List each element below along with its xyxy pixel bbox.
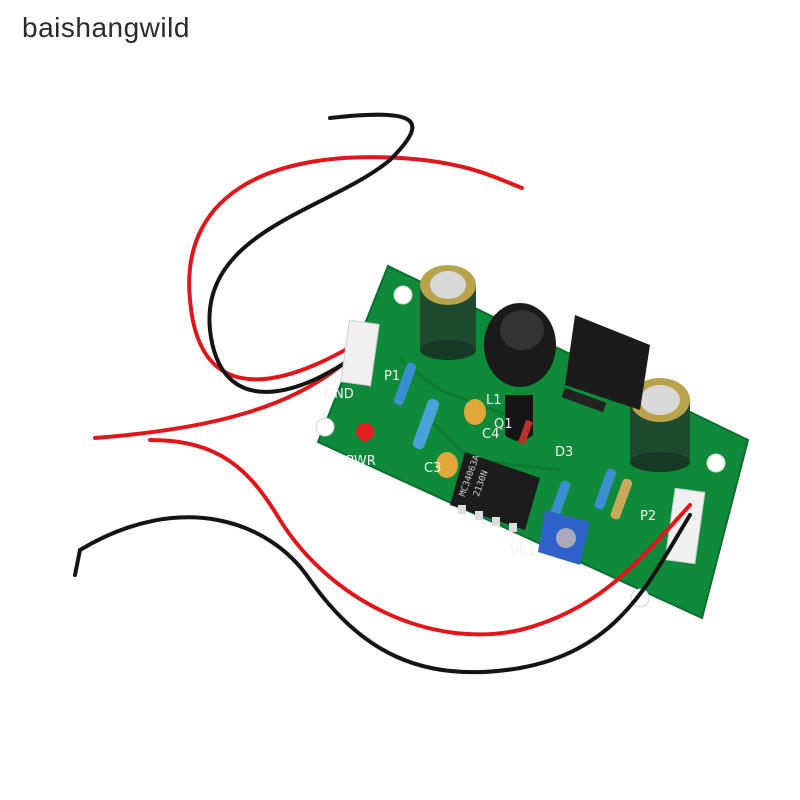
label-l1: L1	[486, 393, 502, 408]
resistor	[594, 468, 617, 510]
ceramic-capacitor	[464, 399, 486, 425]
capacitor-left	[420, 265, 476, 360]
label-p1: P1	[384, 369, 400, 384]
label-q1: Q1	[494, 417, 513, 432]
red-input-wire	[187, 155, 524, 382]
resistor	[548, 480, 571, 522]
black-output-wire	[73, 513, 692, 675]
resistor	[412, 398, 440, 450]
resistor	[610, 478, 633, 520]
capacitor-right	[630, 378, 690, 472]
label-vr1: VR1	[510, 544, 536, 559]
diode-d3	[518, 419, 533, 445]
ic-chip: MC34063A 2130N	[450, 452, 540, 532]
trimmer-potentiometer	[538, 510, 590, 565]
resistor	[393, 362, 417, 406]
black-input-wire	[207, 112, 415, 394]
label-d3: D3	[555, 445, 573, 460]
diode	[561, 387, 607, 413]
label-c4: C4	[482, 427, 499, 442]
power-led	[356, 423, 374, 441]
label-c3: C3	[424, 461, 441, 476]
watermark: baishangwild	[22, 12, 190, 43]
power-transistor	[565, 315, 650, 410]
label-gnd: GND	[324, 387, 354, 402]
output-wires	[73, 438, 692, 675]
label-p2: P2	[640, 509, 656, 524]
label-pwr: PWR	[346, 454, 376, 469]
red-output-wire	[148, 438, 692, 637]
ceramic-capacitor	[436, 452, 458, 478]
connector-p1	[340, 319, 380, 387]
inductor-l1	[484, 303, 556, 387]
